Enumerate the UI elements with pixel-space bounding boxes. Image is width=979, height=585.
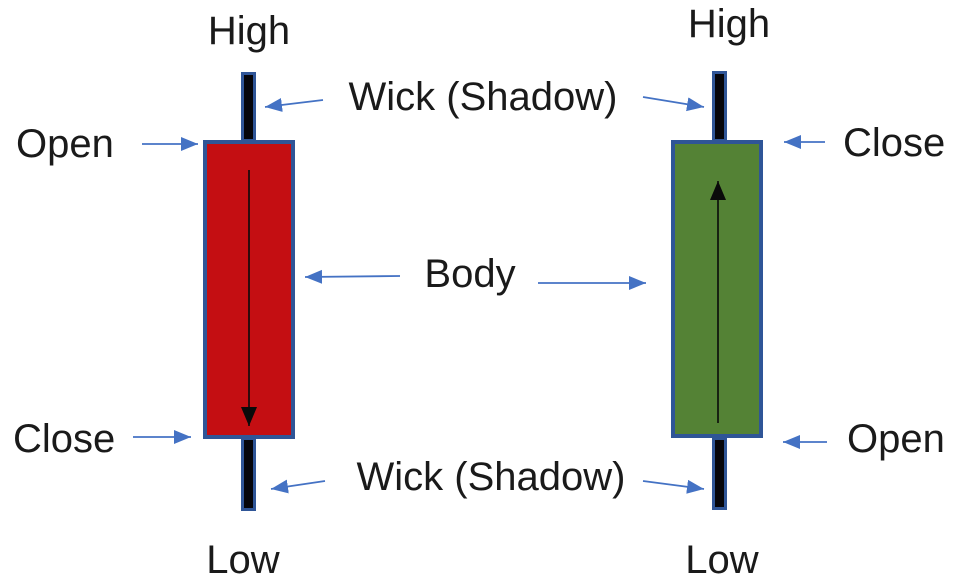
- right-candle-high-label: High: [687, 2, 771, 46]
- wick-shadow-bottom-label: Wick (Shadow): [356, 455, 626, 499]
- wick-top-left-arrow: [264, 98, 324, 112]
- right-candle-body-bullish: [671, 140, 763, 438]
- right-candle-lower-wick: [712, 437, 727, 510]
- left-candle-close-label: Close: [13, 417, 116, 461]
- left-candle-body-bearish: [203, 140, 295, 439]
- wick-top-right-arrow: [642, 96, 705, 112]
- body-label: Body: [424, 252, 516, 296]
- right-candle-open-label: Open: [847, 417, 945, 461]
- wick-bottom-left-arrow: [270, 479, 326, 494]
- left-candle-lower-wick: [241, 437, 256, 511]
- left-candle-low-label: Low: [206, 538, 280, 582]
- body-left-arrow: [304, 269, 401, 284]
- wick-shadow-top-label: Wick (Shadow): [348, 75, 618, 119]
- left-candle-upper-wick: [241, 72, 256, 142]
- right-candle-close-label: Close: [843, 121, 946, 165]
- wick-bottom-right-arrow: [642, 479, 705, 494]
- left-candle-open-label: Open: [16, 122, 114, 166]
- right-candle-upper-wick: [712, 71, 727, 142]
- right-candle-low-label: Low: [685, 538, 759, 582]
- left-candle-high-label: High: [207, 9, 291, 53]
